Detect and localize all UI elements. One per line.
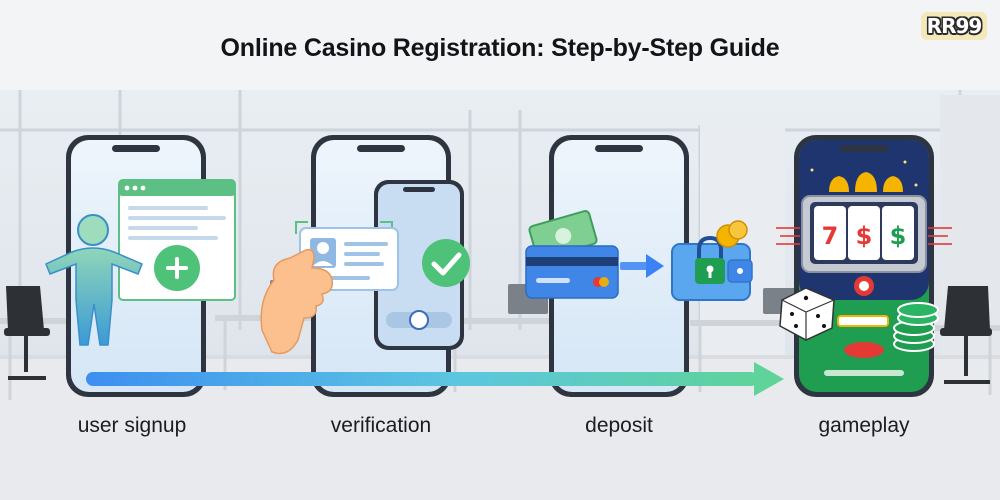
transfer-arrow-icon [620, 254, 664, 278]
check-icon [422, 239, 470, 287]
slot-reel-3: $ [890, 222, 907, 250]
slot-machine-icon: 7 $ $ [776, 195, 952, 296]
brand-logo-text: RR99 [926, 14, 983, 38]
wallet-icon [671, 235, 753, 301]
person-icon [45, 214, 143, 346]
step-label-user-signup: user signup [77, 414, 187, 437]
casino-table [824, 315, 904, 376]
page-title: Online Casino Registration: Step-by-Step… [220, 34, 780, 62]
brand-logo [921, 12, 987, 40]
hand-icon [260, 248, 334, 355]
step-label-gameplay: gameplay [818, 414, 910, 437]
step-label-deposit: deposit [585, 414, 653, 437]
phone-deposit [549, 135, 689, 397]
slot-reel-1: 7 [822, 222, 839, 250]
bell-icons [829, 172, 903, 192]
poker-chips-icon [893, 302, 939, 352]
phone-verification-front [374, 180, 464, 350]
add-user-plus-icon [154, 245, 200, 291]
signup-form-window [118, 179, 236, 301]
step-label-verification: verification [330, 414, 432, 437]
flow-arrow [86, 362, 784, 396]
office-chair-left [4, 286, 50, 380]
office-chair-right [940, 286, 992, 384]
coin-icon [716, 220, 748, 248]
dice-icon [779, 287, 835, 341]
slot-reel-2: $ [856, 222, 873, 250]
credit-card-icon [525, 245, 619, 299]
